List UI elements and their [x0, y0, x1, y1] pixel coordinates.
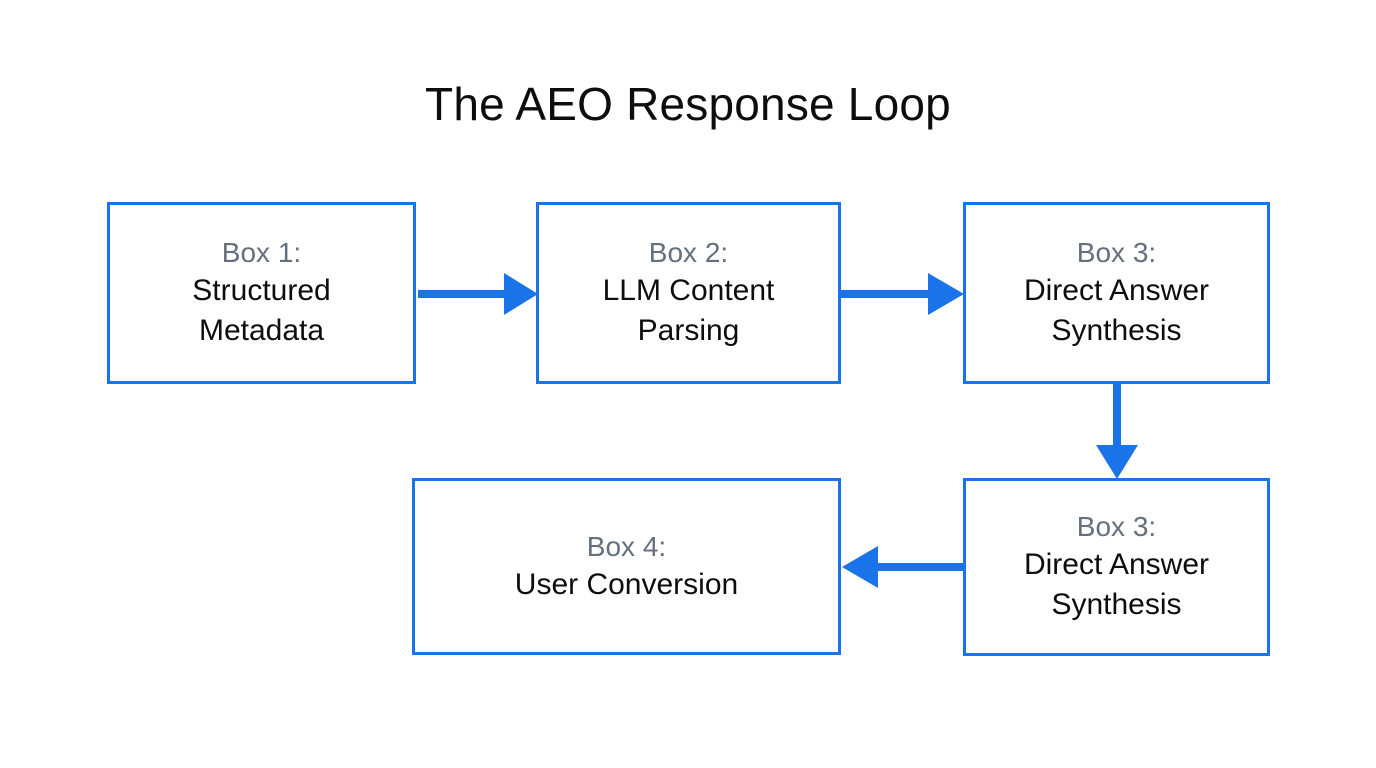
node-box-4-body: User Conversion — [514, 567, 739, 601]
arrow-box3-bottom-to-box4 — [842, 546, 964, 588]
node-box-1[interactable]: Box 1: Structured Metadata — [107, 202, 416, 384]
arrow-box1-to-box2 — [418, 273, 538, 315]
node-box-3-bottom-body: Direct Answer Synthesis — [1023, 548, 1210, 621]
node-box-1-label: Box 1: — [221, 237, 302, 269]
arrow-box3-top-to-box3-bottom — [1096, 383, 1138, 479]
node-box-3-bottom-label: Box 3: — [1076, 511, 1157, 543]
node-box-3-top-body: Direct Answer Synthesis — [1023, 274, 1210, 347]
arrow-box2-to-box3-top — [840, 273, 964, 315]
node-box-2[interactable]: Box 2: LLM Content Parsing — [536, 202, 841, 384]
node-box-3-bottom[interactable]: Box 3: Direct Answer Synthesis — [963, 478, 1270, 656]
node-box-2-label: Box 2: — [648, 237, 729, 269]
node-box-3-top-label: Box 3: — [1076, 237, 1157, 269]
node-box-4-label: Box 4: — [586, 530, 667, 562]
node-box-4[interactable]: Box 4: User Conversion — [412, 478, 841, 655]
node-box-2-body: LLM Content Parsing — [602, 274, 775, 347]
node-box-3-top[interactable]: Box 3: Direct Answer Synthesis — [963, 202, 1270, 384]
page-title: The AEO Response Loop — [425, 78, 951, 130]
node-box-1-body: Structured Metadata — [192, 274, 331, 347]
